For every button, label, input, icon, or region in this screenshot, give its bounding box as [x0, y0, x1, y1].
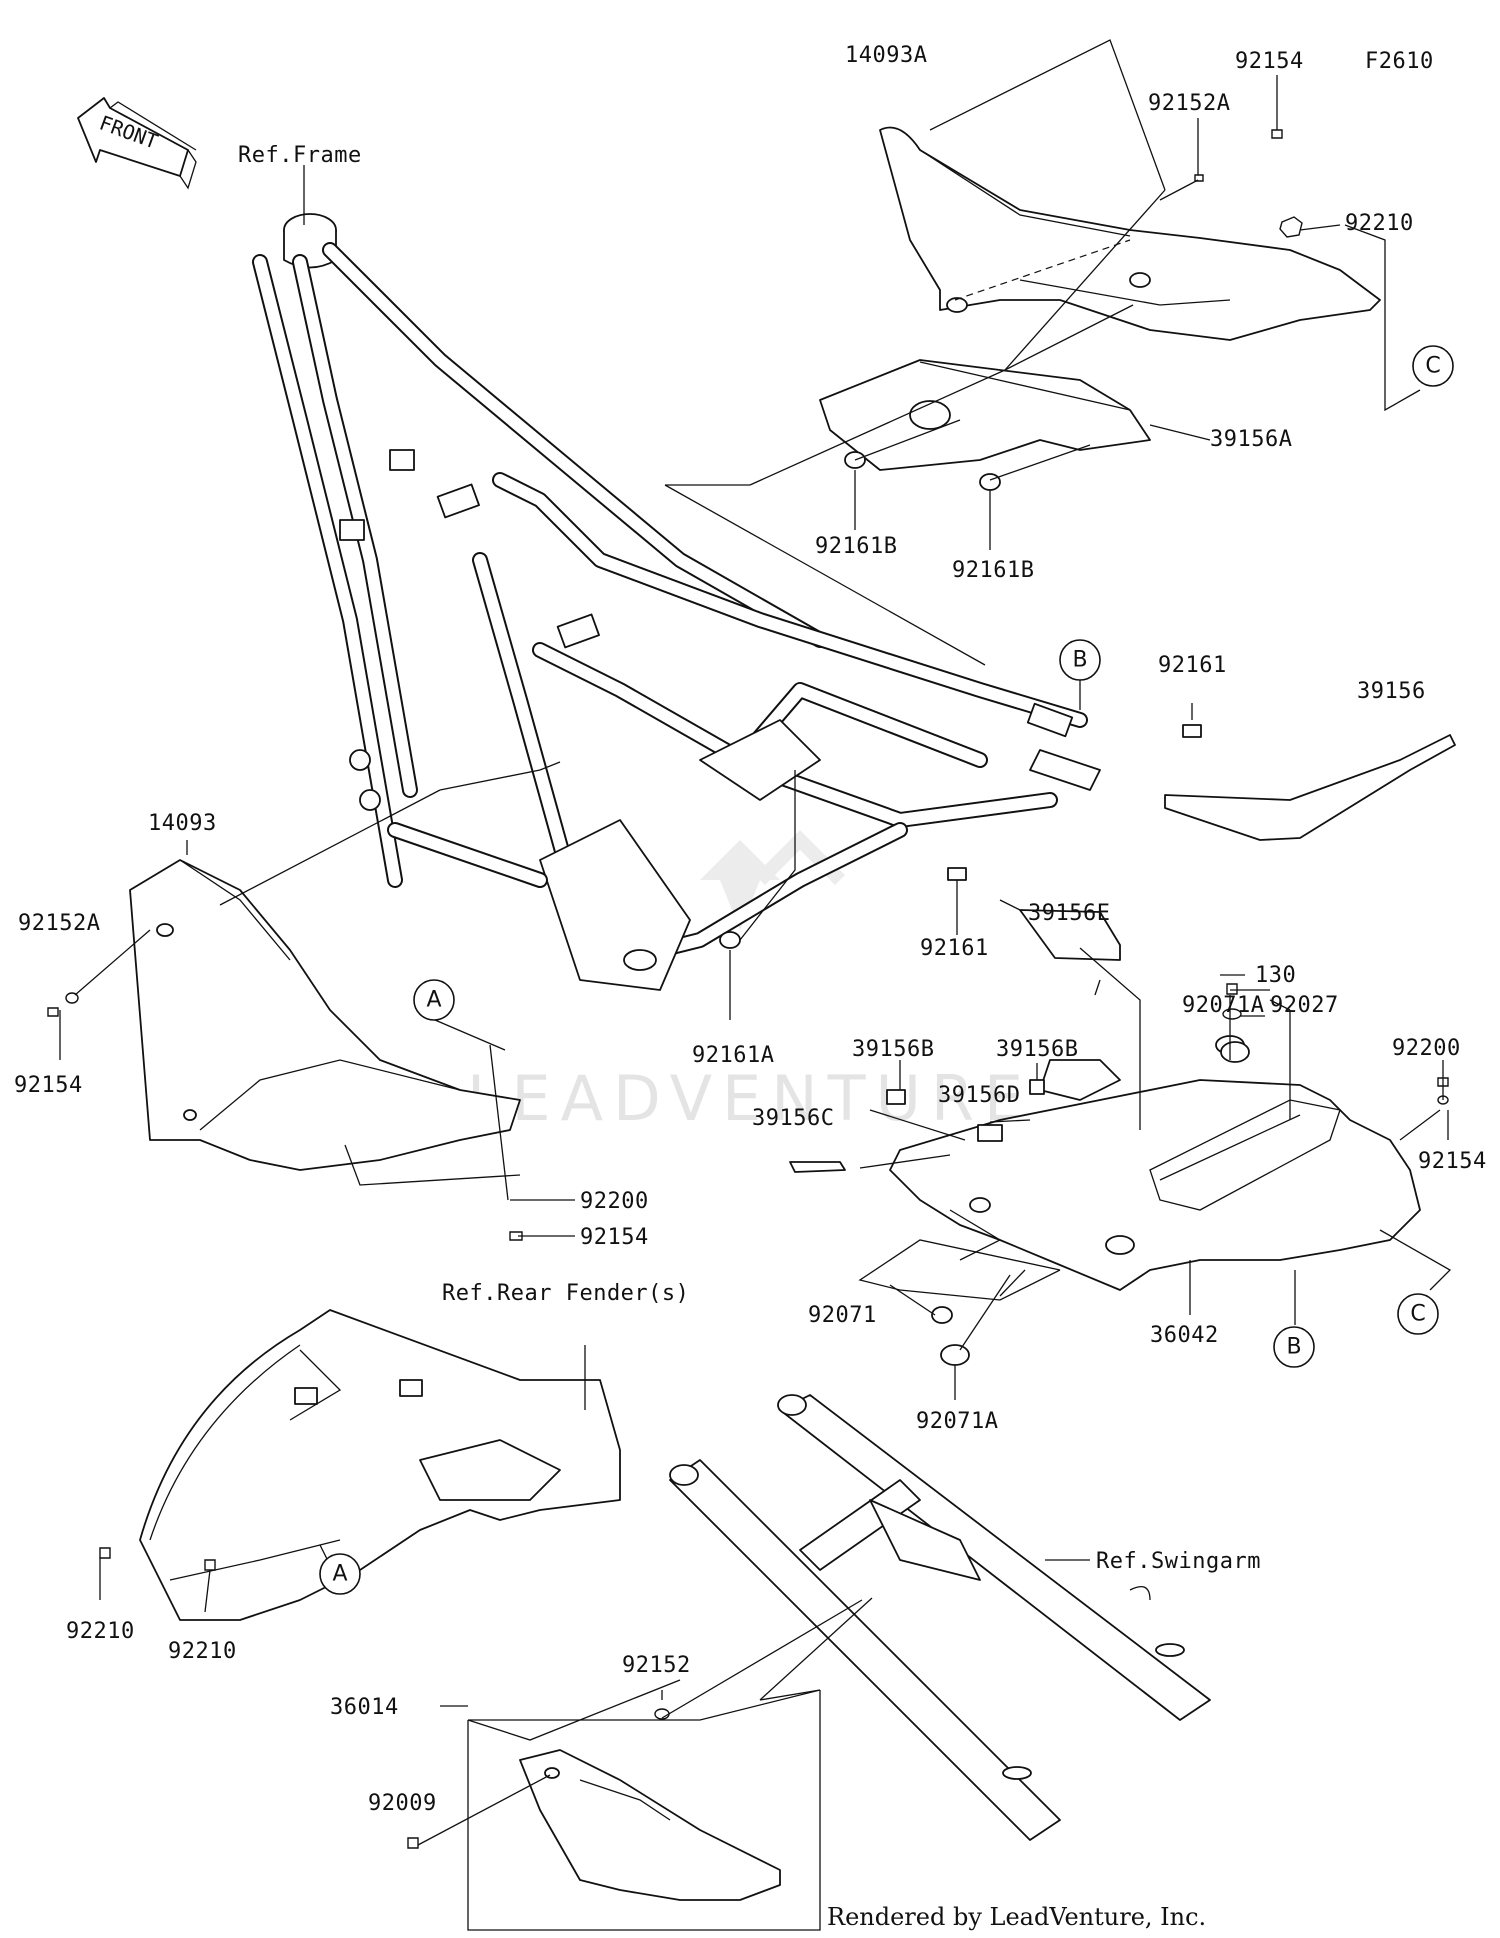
callout-B-frame: B — [1059, 639, 1101, 681]
label-14093A: 14093A — [845, 43, 927, 68]
grommet-92071A-b — [1220, 1041, 1250, 1063]
label-92161A: 92161A — [692, 1043, 774, 1068]
label-92154-right: 92154 — [1418, 1149, 1487, 1174]
grommet-92161A — [719, 931, 741, 949]
label-92152A-left: 92152A — [18, 911, 100, 936]
pad-39156D — [977, 1124, 1003, 1142]
svg-text:C: C — [1425, 354, 1440, 379]
label-92154-top: 92154 — [1235, 49, 1304, 74]
label-92152A-top: 92152A — [1148, 91, 1230, 116]
label-36014: 36014 — [330, 1695, 399, 1720]
bolt-92154-left — [47, 1007, 59, 1017]
label-39156E: 39156E — [1028, 901, 1110, 926]
strip-39156E — [1019, 909, 1121, 961]
callout-B-tray: B — [1273, 1326, 1315, 1368]
pad-39156B-a — [886, 1089, 906, 1105]
chain-guard-36014 — [519, 1749, 781, 1901]
label-92210-b: 92210 — [168, 1639, 237, 1664]
label-92152: 92152 — [622, 1653, 691, 1678]
label-92200-left: 92200 — [580, 1189, 649, 1214]
label-14093: 14093 — [148, 811, 217, 836]
screw-92154-mid — [509, 1231, 523, 1241]
label-39156B-a: 39156B — [852, 1037, 934, 1062]
rear-fender-drawing — [139, 1309, 621, 1621]
svg-text:C: C — [1410, 1302, 1425, 1327]
label-92154-left: 92154 — [14, 1073, 83, 1098]
label-92200-right: 92200 — [1392, 1036, 1461, 1061]
svg-text:B: B — [1072, 648, 1087, 673]
label-92161B-a: 92161B — [815, 534, 897, 559]
label-92161B-b: 92161B — [952, 558, 1034, 583]
label-92071: 92071 — [808, 1303, 877, 1328]
svg-text:B: B — [1286, 1335, 1301, 1360]
label-92071A-top: 92071A — [1182, 993, 1264, 1018]
label-92210-a: 92210 — [66, 1619, 135, 1644]
callout-A-cover: A — [413, 979, 455, 1021]
grommet-92071 — [931, 1306, 953, 1324]
label-39156C: 39156C — [752, 1106, 834, 1131]
label-39156: 39156 — [1357, 679, 1426, 704]
ref-rear-fender-label: Ref.Rear Fender(s) — [442, 1281, 689, 1306]
front-arrow-icon: FRONT — [77, 97, 197, 190]
grommet-92161B-b — [979, 473, 1001, 491]
side-cover-right — [879, 126, 1381, 341]
grommet-92071A-a — [940, 1344, 970, 1366]
label-39156D: 39156D — [938, 1083, 1020, 1108]
callout-A-fender: A — [319, 1553, 361, 1595]
label-92071A-bottom: 92071A — [916, 1409, 998, 1434]
bolt-92009 — [407, 1837, 419, 1849]
label-92161-center: 92161 — [920, 936, 989, 961]
grommet-92210-b — [204, 1559, 216, 1571]
label-36042: 36042 — [1150, 1323, 1219, 1348]
pad-39156B-b — [1029, 1079, 1045, 1095]
watermark-text: LEADVENTURE — [467, 1062, 1033, 1135]
strip-39156 — [1164, 734, 1456, 841]
pad-39156C — [789, 1161, 846, 1173]
nut-92152A — [1194, 174, 1204, 182]
pad-92161-a — [1182, 724, 1202, 738]
leader-lines — [59, 39, 1452, 1931]
label-92009: 92009 — [368, 1791, 437, 1816]
figure-code: F2610 — [1365, 49, 1434, 74]
label-92161-right: 92161 — [1158, 653, 1227, 678]
side-cover-left — [129, 859, 521, 1171]
pad-92161-b — [947, 867, 967, 881]
pad-39156A — [819, 359, 1151, 471]
footer-credit: Rendered by LeadVenture, Inc. — [827, 1903, 1206, 1931]
ref-frame-label: Ref.Frame — [238, 143, 362, 168]
nut-92152A-left — [65, 992, 79, 1004]
label-39156A: 39156A — [1210, 427, 1292, 452]
label-130: 130 — [1255, 963, 1296, 988]
rear-tray-36042 — [889, 1035, 1421, 1291]
ref-swingarm-label: Ref.Swingarm — [1096, 1549, 1261, 1574]
frame-drawing — [252, 213, 1101, 991]
svg-text:A: A — [426, 988, 441, 1013]
svg-text:A: A — [332, 1562, 347, 1587]
label-92027: 92027 — [1270, 993, 1339, 1018]
watermark: LEADVENTURE — [467, 830, 1033, 1135]
label-92154-mid: 92154 — [580, 1225, 649, 1250]
washer-92027 — [1222, 1008, 1242, 1020]
bolt-92154 — [1271, 129, 1283, 139]
swingarm-drawing — [669, 1394, 1211, 1841]
label-39156B-b: 39156B — [996, 1037, 1078, 1062]
bolt-130 — [1226, 983, 1238, 995]
grommet-92210-a — [99, 1547, 111, 1559]
label-92210-top: 92210 — [1345, 211, 1414, 236]
callout-C-top: C — [1412, 345, 1454, 387]
callout-C-tray: C — [1397, 1293, 1439, 1335]
